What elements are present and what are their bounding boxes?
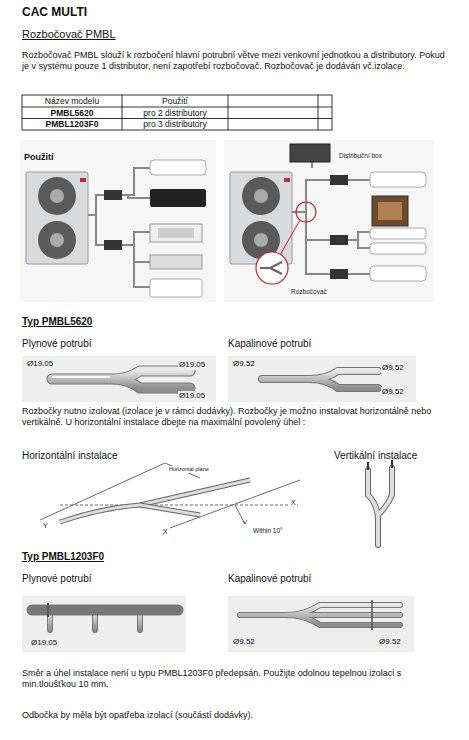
liquid-header-1203	[228, 596, 414, 652]
section-heading: Typ PMBL5620	[22, 316, 92, 329]
axis-label: X	[290, 499, 297, 508]
table-header: Název modelu	[22, 96, 122, 107]
figure-heading: Horizontální instalace	[22, 450, 118, 463]
table-header: Použití	[122, 96, 228, 107]
table-cell: PMBL1203F0	[22, 119, 122, 130]
pipe-heading: Kapalinové potrubí	[228, 338, 311, 351]
dimension: Ø19.05	[26, 359, 54, 369]
axis-label: Horizontal plane	[168, 466, 210, 473]
section-heading: Typ PMBL1203F0	[22, 551, 104, 564]
horizontal-installation-figure	[40, 463, 300, 528]
body-text: Rozbočovač PMBL slouží k rozbočení hlavn…	[22, 50, 447, 73]
vertical-installation-figure	[368, 460, 392, 545]
callout-label: Rozbočovač	[290, 288, 328, 296]
pipe-heading: Kapalinové potrubí	[228, 573, 311, 586]
body-text: Odbočka by měla být opatřeba izolací (so…	[22, 710, 253, 721]
liquid-branch-5620	[228, 356, 416, 402]
system-left-illustration	[20, 140, 216, 302]
gas-header-1203	[22, 596, 186, 652]
dimension: Ø19.05	[30, 638, 58, 648]
dimension: Ø9.52	[232, 359, 256, 369]
table-cell: PMBL5620	[22, 108, 122, 119]
angle-label: Within 10°	[252, 527, 284, 535]
dimension: Ø9.52	[381, 363, 405, 373]
axis-label: Y	[42, 522, 49, 531]
dimension: Ø19.05	[178, 391, 206, 401]
dimension: Ø9.52	[232, 637, 256, 647]
body-text: Směr a úhel instalace není u typu PMBL12…	[22, 668, 447, 691]
table-cell: pro 3 distributory	[122, 119, 228, 130]
table-cell: pro 2 distributory	[122, 108, 228, 119]
dimension: Ø19.05	[178, 360, 206, 370]
pipe-heading: Plynové potrubí	[22, 338, 92, 351]
page-title: CAC MULTI	[22, 5, 87, 20]
dimension: Ø9.52	[378, 637, 402, 647]
body-text: Rozbočky nutno izolovat (izolace je v rá…	[22, 406, 447, 429]
dimension: Ø9.52	[381, 387, 405, 397]
system-right-illustration	[224, 140, 434, 302]
axis-label: X	[162, 528, 169, 537]
callout-label: Distribuční box	[338, 152, 383, 160]
pipe-heading: Plynové potrubí	[22, 573, 92, 586]
photo-label: Použití	[24, 152, 54, 163]
figure-heading: Vertikální instalace	[334, 450, 417, 463]
model-table	[22, 95, 332, 130]
section-heading: Rozbočovač PMBL	[22, 28, 116, 42]
gas-branch-5620	[22, 356, 216, 402]
